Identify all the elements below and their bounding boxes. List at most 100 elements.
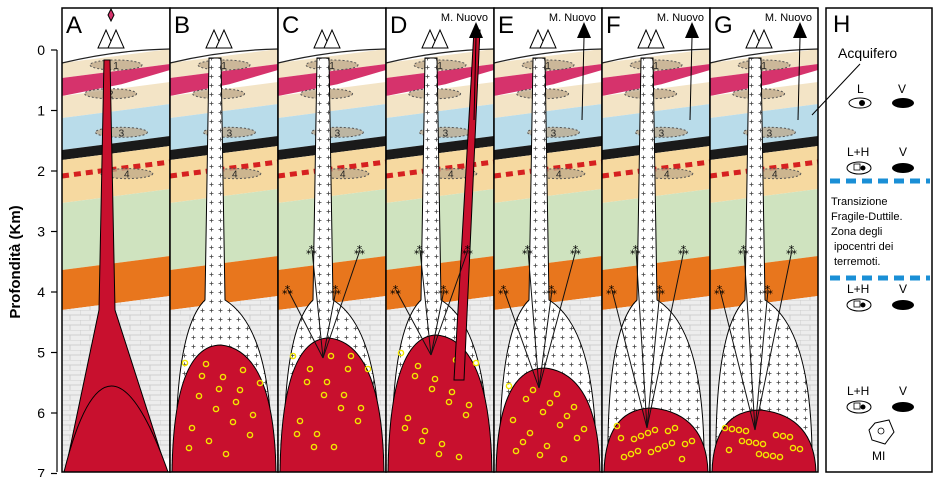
transition-line-3: Zona degli <box>831 226 882 238</box>
panel-letter: F <box>606 12 621 39</box>
inclusion-cluster-icon: ⁂ <box>738 245 749 257</box>
melt-inclusion-bubble-icon <box>878 428 884 434</box>
y-axis: 0 1 2 3 4 5 6 7 Profondità (Km) <box>7 42 57 477</box>
inclusion-cluster-icon: ⁂ <box>414 245 425 257</box>
layer-number-label: 3 <box>767 128 773 139</box>
y-axis-label: Profondità (Km) <box>7 205 24 318</box>
layer-number-label: 4 <box>124 170 130 181</box>
inclusion-cluster-icon: ⁂ <box>630 245 641 257</box>
y-tick-label: 7 <box>37 466 45 477</box>
legend-frame <box>826 8 932 472</box>
halite-crystal-icon <box>854 301 860 307</box>
y-tick-label: 4 <box>37 284 45 300</box>
inclusion-cluster-icon: ⁂ <box>678 245 689 257</box>
panel-b: 1234B <box>170 8 278 472</box>
inclusion-right-label: V <box>898 82 906 96</box>
panel-letter: E <box>498 12 514 39</box>
monte-nuovo-label: M. Nuovo <box>549 12 596 24</box>
y-tick-label: 6 <box>37 405 45 421</box>
layer-number-label: 4 <box>556 170 562 181</box>
vapor-inclusion-icon <box>892 300 914 310</box>
layer-number-label: 4 <box>340 170 346 181</box>
aquifer-label: Acquifero <box>838 45 897 61</box>
vapor-bubble-icon <box>861 405 866 410</box>
transition-line-5: terremoti. <box>834 256 880 268</box>
layer-number-label: 1 <box>545 61 551 72</box>
panel-g: 1234⁂⁂⁂⁂GM. Nuovo <box>710 8 818 472</box>
layer-number-label: 3 <box>443 128 449 139</box>
layer-number-label: 4 <box>448 170 454 181</box>
inclusion-cluster-icon: ⁂ <box>606 285 617 297</box>
inclusion-left-label: L+H <box>847 145 869 159</box>
vapor-inclusion-icon <box>892 98 914 108</box>
y-tick-label: 0 <box>37 42 45 58</box>
legend-letter: H <box>833 11 850 38</box>
transition-line-2: Fragile-Duttile. <box>831 211 903 223</box>
layer-number-label: 3 <box>119 128 125 139</box>
layer-number-label: 1 <box>329 61 335 72</box>
halite-crystal-icon <box>854 403 860 409</box>
inclusion-right-label: V <box>899 282 907 296</box>
halite-crystal-icon <box>854 164 860 170</box>
inclusion-cluster-icon: ⁂ <box>282 285 293 297</box>
monte-nuovo-label: M. Nuovo <box>765 12 812 24</box>
inclusion-cluster-icon: ⁂ <box>546 285 557 297</box>
inclusion-right-label: V <box>899 384 907 398</box>
layer-number-label: 1 <box>113 61 119 72</box>
layer-number-label: 3 <box>659 128 665 139</box>
panel-letter: A <box>66 12 82 39</box>
panel-letter: C <box>282 12 299 39</box>
layer-number-label: 1 <box>653 61 659 72</box>
y-tick-label: 3 <box>37 224 45 240</box>
panel-letter: G <box>714 12 733 39</box>
y-tick-label: 2 <box>37 163 45 179</box>
inclusion-cluster-icon: ⁂ <box>570 245 581 257</box>
inclusion-cluster-icon: ⁂ <box>786 245 797 257</box>
layer-number-label: 3 <box>551 128 557 139</box>
layer-number-label: 4 <box>664 170 670 181</box>
layer-number-label: 4 <box>772 170 778 181</box>
strata-layer <box>62 189 170 270</box>
layer-number-label: 1 <box>221 61 227 72</box>
inclusion-cluster-icon: ⁂ <box>390 285 401 297</box>
panel-d: 1234⁂⁂⁂⁂DM. Nuovo <box>386 8 494 472</box>
layer-number-label: 4 <box>232 170 238 181</box>
panel-a: 1234A <box>62 8 170 472</box>
y-tick-label: 5 <box>37 345 45 361</box>
inclusion-cluster-icon: ⁂ <box>654 285 665 297</box>
inclusion-cluster-icon: ⁂ <box>306 245 317 257</box>
inclusion-cluster-icon: ⁂ <box>498 285 509 297</box>
inclusion-cluster-icon: ⁂ <box>714 285 725 297</box>
transition-line-1: Transizione <box>831 196 887 208</box>
vapor-inclusion-icon <box>892 163 914 173</box>
layer-number-label: 3 <box>335 128 341 139</box>
inclusion-right-label: V <box>899 145 907 159</box>
monte-nuovo-label: M. Nuovo <box>441 12 488 24</box>
inclusion-cluster-icon: ⁂ <box>462 245 473 257</box>
vapor-bubble-icon <box>861 166 866 171</box>
panel-e: 1234⁂⁂⁂⁂EM. Nuovo <box>494 8 602 472</box>
panel-letter: B <box>174 12 190 39</box>
layer-number-label: 1 <box>761 61 767 72</box>
panel-letter: D <box>390 12 407 39</box>
layer-number-label: 3 <box>227 128 233 139</box>
vapor-inclusion-icon <box>892 402 914 412</box>
inclusion-left-label: L <box>857 82 864 96</box>
transition-line-4: ipocentri dei <box>834 241 893 253</box>
inclusion-cluster-icon: ⁂ <box>522 245 533 257</box>
vapor-bubble-icon <box>859 100 865 106</box>
panel-c: 1234⁂⁂⁂⁂C <box>278 8 386 472</box>
layer-number-label: 1 <box>437 61 443 72</box>
y-tick-label: 1 <box>37 103 45 119</box>
inclusion-cluster-icon: ⁂ <box>330 285 341 297</box>
legend-panel: H Acquifero L V L+H V Transizione Fragil… <box>812 8 932 472</box>
vapor-bubble-icon <box>861 303 866 308</box>
monte-nuovo-label: M. Nuovo <box>657 12 704 24</box>
inclusion-cluster-icon: ⁂ <box>762 285 773 297</box>
inclusion-cluster-icon: ⁂ <box>354 245 365 257</box>
inclusion-left-label: L+H <box>847 282 869 296</box>
inclusion-left-label: L+H <box>847 384 869 398</box>
inclusion-cluster-icon: ⁂ <box>438 285 449 297</box>
